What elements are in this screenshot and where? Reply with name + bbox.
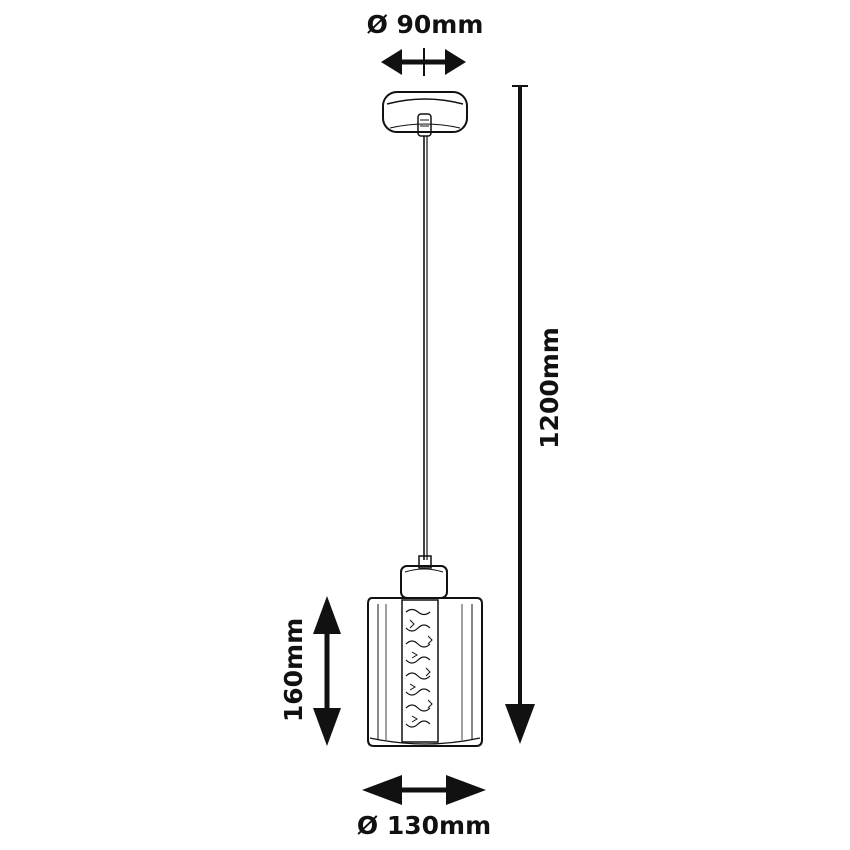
canopy-width-arrow bbox=[381, 48, 466, 76]
shade-diameter-label: Ø 130mm bbox=[357, 811, 491, 840]
cable-length-label: 1200mm bbox=[535, 327, 564, 449]
total-height-arrow bbox=[505, 85, 535, 744]
ceiling-canopy bbox=[382, 91, 468, 137]
suspension-cable bbox=[423, 136, 428, 560]
shade-height-label: 160mm bbox=[279, 618, 308, 722]
shade-width-arrow bbox=[362, 775, 486, 805]
lamp-shade bbox=[367, 555, 483, 747]
canopy-diameter-label: Ø 90mm bbox=[367, 10, 484, 39]
shade-height-arrow bbox=[313, 596, 341, 746]
